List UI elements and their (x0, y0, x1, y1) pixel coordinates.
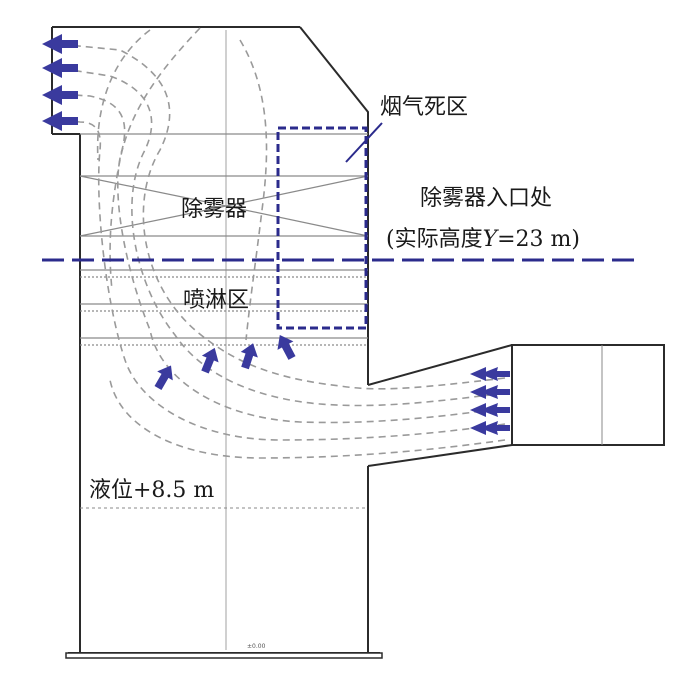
dead-zone-leader (345, 122, 383, 163)
upward-arrows (154, 335, 296, 390)
inlet-arrow-heads (470, 367, 486, 435)
inlet-arrows (480, 367, 510, 435)
arrow-icon (154, 365, 173, 390)
height-variable: Y (483, 227, 500, 252)
tower-base (65, 652, 383, 659)
arrow-icon (42, 111, 78, 131)
outlet-arrows (42, 34, 78, 131)
arrow-icon (480, 403, 510, 417)
spray-layers-dotted (80, 276, 368, 346)
arrow-icon (42, 85, 78, 105)
inlet-duct (367, 344, 665, 467)
arrow-icon (277, 335, 296, 360)
arrow-icon (42, 58, 78, 78)
spray-layers (80, 269, 368, 339)
arrow-icon (240, 343, 258, 370)
demister-inlet-label-line1: 除雾器入口处 (420, 186, 552, 211)
arrow-icon (201, 347, 219, 374)
arrow-icon (42, 34, 78, 54)
arrow-icon (480, 367, 510, 381)
dead-zone-label: 烟气死区 (380, 95, 468, 120)
demister-structure (79, 133, 369, 237)
bottom-elevation-label: ±0.00 (247, 643, 266, 650)
arrow-icon (480, 421, 510, 435)
tower-outline (51, 26, 380, 654)
height-prefix: (实际高度 (386, 227, 483, 252)
spray-zone-label: 喷淋区 (183, 288, 249, 313)
liquid-level-label: 液位+8.5 m (89, 478, 214, 503)
flow-streamlines (57, 27, 506, 459)
dead-zone-box (276, 126, 368, 330)
arrow-icon (480, 385, 510, 399)
demister-label: 除雾器 (181, 197, 247, 222)
demister-inlet-label-line2: (实际高度Y=23 m) (386, 227, 580, 252)
height-suffix: =23 m) (497, 227, 580, 252)
